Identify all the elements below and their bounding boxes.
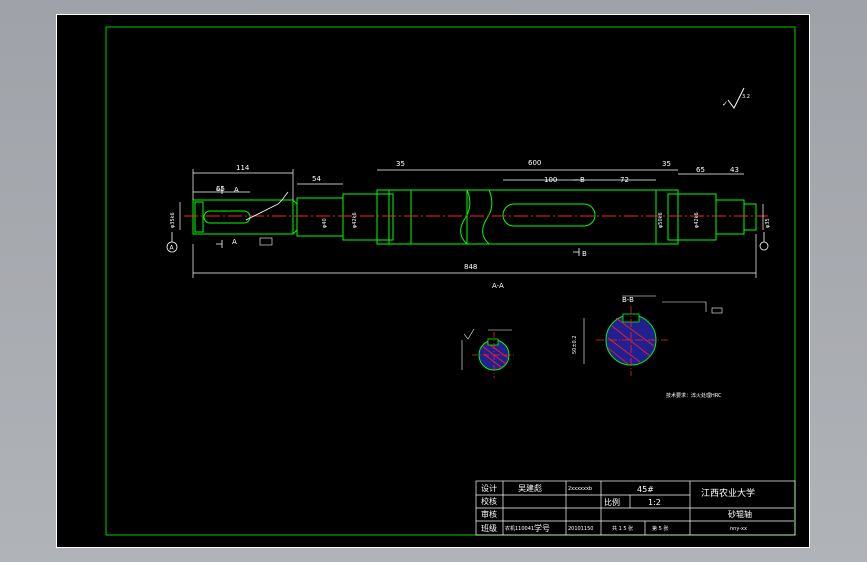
dim-35-right: 35 [662,160,671,168]
tolerance-frame [259,237,273,246]
section-label-aa: A-A [492,282,504,290]
bearing-seat-right [655,189,679,245]
tb-drawing-code: nny-xx [730,526,747,532]
roughness-leader-left [245,191,289,246]
tb-class-label: 班级 [481,523,497,533]
svg-text:φ40: φ40 [322,218,328,228]
shaft-segment-4 [376,189,468,245]
tb-school: 江西农业大学 [701,487,755,499]
tb-class-value: 农机110041 [505,525,534,532]
dim-43: 43 [730,166,739,174]
technical-note: 技术要求：淬火处理HRC [666,392,722,399]
left-chamfer [194,201,204,233]
dim-35-left: 35 [396,160,405,168]
title-block [475,480,796,536]
tb-student-no: 20101150 [568,526,593,532]
tb-scale-label: 比例 [604,497,620,507]
shaft-segment-2 [296,197,344,237]
general-roughness-symbol: 3.2 ✓ [722,87,750,109]
keyway-main [502,203,596,227]
section-mark-a-top: A [234,186,239,194]
dim-114: 114 [236,164,250,172]
dim-72: 72 [620,176,629,184]
bearing-seat-left [388,189,412,245]
dimension-lines [179,169,764,278]
tb-review-label: 审核 [481,509,497,519]
diameter-annotations: φ35k6 φ40 φ42k6 φ50k6 φ42k6 φ35 [170,212,771,228]
section-mark-a-bottom: A [232,238,237,246]
svg-text:50±0.2: 50±0.2 [572,335,578,354]
tb-design-label: 设计 [481,483,497,493]
roughness-value: 3.2 [742,94,750,100]
drawing-sheet: 3.2 ✓ [56,14,810,548]
tb-design-date: 2xxxxxxb [568,486,592,492]
section-view-a [461,328,516,378]
dim-848: 848 [464,263,477,271]
tb-sheets: 共 1 5 张 [612,525,633,532]
drawing-canvas[interactable]: 3.2 ✓ [56,14,810,548]
dim-65: 65 [216,185,225,193]
tb-material: 45# [637,485,654,494]
drawing-border [105,26,796,536]
dim-65-right: 65 [696,166,705,174]
main-body-edges [467,189,668,245]
svg-text:φ50k6: φ50k6 [658,212,664,228]
svg-text:φ42k6: φ42k6 [694,212,700,228]
break-line-1 [460,189,471,245]
keyway-left [203,210,251,224]
left-shoulder [292,199,298,235]
section-mark-b-top: B [580,176,585,184]
dim-54: 54 [312,175,321,183]
tb-student-no-label: 学号 [534,523,550,533]
shaft-segment-3 [342,193,394,241]
shaft-segment-6 [667,193,717,241]
section-view-b: 50±0.2 [572,295,723,376]
svg-text:φ35k6: φ35k6 [170,212,176,228]
dim-100: 100 [544,176,557,184]
tb-check-label: 校核 [481,496,497,506]
section-mark-b-bottom: B [582,250,587,258]
section-title-bb: B-B [622,296,634,304]
svg-text:φ35: φ35 [765,218,771,228]
tb-scale: 1:2 [648,498,661,507]
datum-right-symbol [759,232,769,251]
shaft-segment-end [743,203,757,231]
tb-part-name: 砂辊轴 [728,509,752,519]
svg-text:✓: ✓ [722,100,728,108]
datum-letter: A [170,245,175,252]
section-markers [216,179,580,256]
shaft-main-view [192,189,757,245]
outer-frame [56,14,810,548]
tb-designer: 吴建彪 [518,483,542,493]
tb-sheet-no: 第 5 张 [652,525,668,532]
datum-a-symbol: A [166,232,178,253]
dim-600: 600 [528,159,541,167]
svg-text:φ42k6: φ42k6 [352,212,358,228]
shaft-segment-left [192,199,294,235]
break-line-2 [482,189,493,245]
shaft-segment-7 [715,199,745,235]
